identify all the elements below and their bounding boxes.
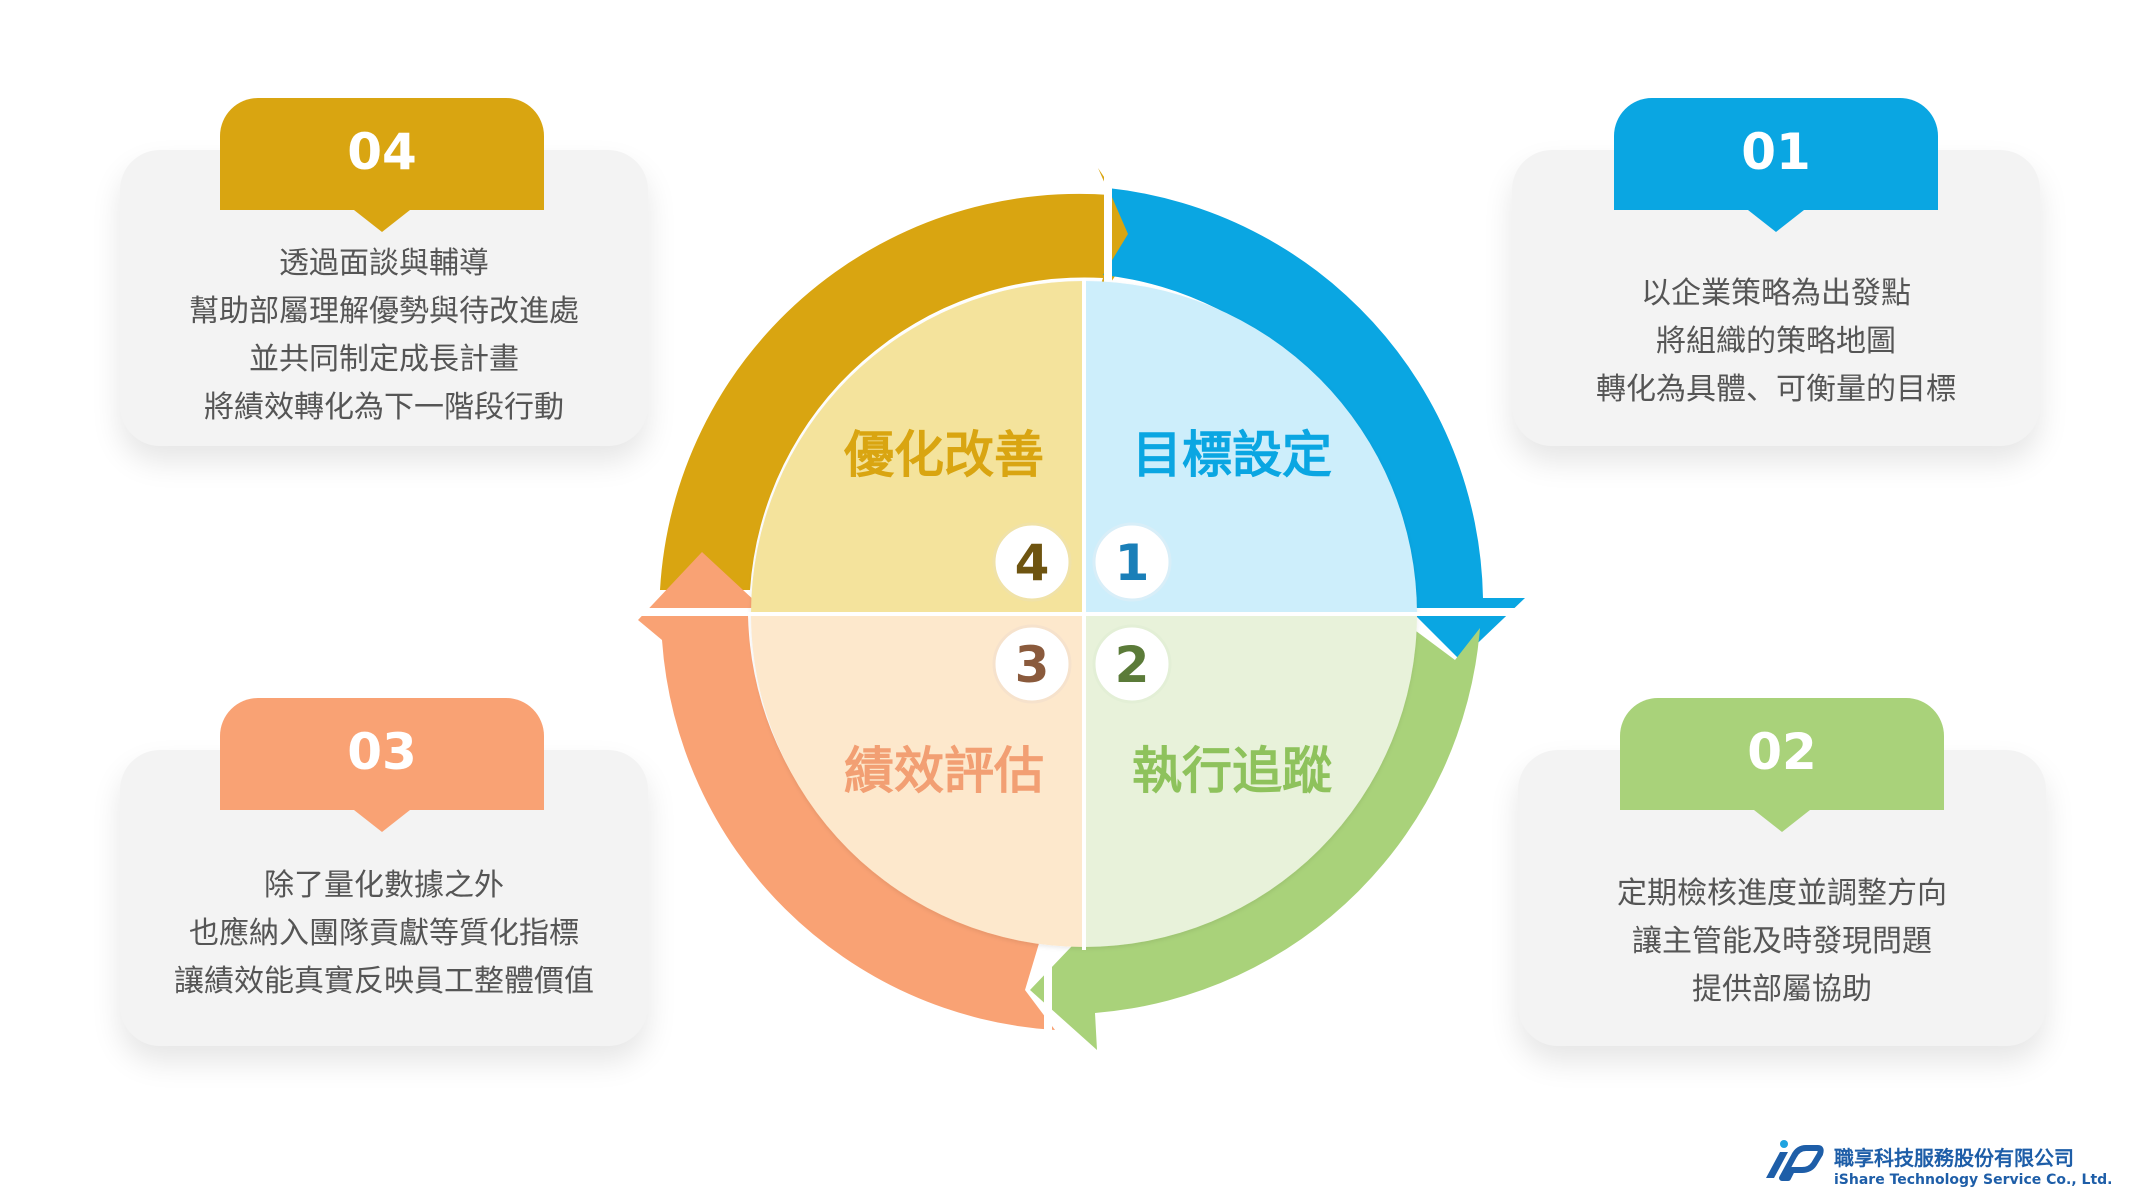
badge-1-number: 1: [1115, 534, 1150, 592]
card-03-line: 也應納入團隊貢獻等質化指標: [189, 916, 579, 951]
badge-4: [992, 522, 1072, 602]
card-03-line: 除了量化數據之外: [264, 868, 504, 903]
quadrant-goal-setting: [1084, 281, 1417, 614]
card-04-line: 幫助部屬理解優勢與待改進處: [189, 294, 579, 329]
card-03-tab: 03: [220, 698, 544, 810]
card-01-tab: 01: [1614, 98, 1938, 210]
card-02-tab: 02: [1620, 698, 1944, 810]
card-02-line: 提供部屬協助: [1692, 972, 1872, 1007]
arrow-evaluation-to-optimize: [638, 552, 1055, 1030]
card-04-number: 04: [347, 123, 417, 181]
badge-3-number: 3: [1015, 636, 1050, 694]
ishare-logo-icon: [1766, 1140, 1824, 1181]
card-01-line: 轉化為具體、可衡量的目標: [1596, 372, 1956, 407]
card-02-text: 定期檢核進度並調整方向 讓主管能及時發現問題 提供部屬協助: [1518, 870, 2046, 1014]
card-01-text: 以企業策略為出發點 將組織的策略地圖 轉化為具體、可衡量的目標: [1512, 270, 2040, 414]
quadrant-label-performance-evaluation: 績效評估: [844, 742, 1044, 800]
company-name-en: iShare Technology Service Co., Ltd.: [1834, 1172, 2113, 1188]
card-03-line: 讓績效能真實反映員工整體價值: [174, 964, 594, 999]
card-03-text: 除了量化數據之外 也應納入團隊貢獻等質化指標 讓績效能真實反映員工整體價值: [120, 862, 648, 1006]
quadrant-optimization: [751, 281, 1084, 614]
badge-2-number: 2: [1115, 636, 1150, 694]
card-01-number: 01: [1741, 123, 1811, 181]
card-03-number: 03: [347, 723, 417, 781]
badge-3: [992, 624, 1072, 704]
card-04-line: 透過面談與輔導: [279, 246, 489, 281]
quadrant-label-execution-tracking: 執行追蹤: [1132, 742, 1332, 800]
badge-4-number: 4: [1015, 534, 1050, 592]
card-02-notch: [1754, 810, 1810, 832]
card-01-line: 以企業策略為出發點: [1641, 276, 1911, 311]
quadrant-execution-tracking: [1084, 614, 1417, 947]
badge-1: [1092, 522, 1172, 602]
card-04-notch: [354, 210, 410, 232]
badge-2: [1092, 624, 1172, 704]
arrow-tracking-to-evaluation: [1030, 628, 1480, 1050]
card-04-tab: 04: [220, 98, 544, 210]
card-02-line: 定期檢核進度並調整方向: [1617, 876, 1947, 911]
company-name-cn: 職享科技服務股份有限公司: [1834, 1146, 2074, 1170]
quadrant-label-optimization: 優化改善: [843, 426, 1044, 484]
card-04-line: 並共同制定成長計畫: [249, 342, 519, 377]
card-02-line: 讓主管能及時發現問題: [1632, 924, 1932, 959]
quadrant-label-goal-setting: 目標設定: [1132, 426, 1332, 484]
card-04-text: 透過面談與輔導 幫助部屬理解優勢與待改進處 並共同制定成長計畫 將績效轉化為下一…: [120, 240, 648, 432]
quadrant-performance-evaluation: [751, 614, 1084, 947]
card-01-line: 將組織的策略地圖: [1656, 324, 1896, 359]
arrow-goal-to-tracking: [1103, 188, 1525, 660]
card-02-number: 02: [1747, 723, 1817, 781]
card-04-line: 將績效轉化為下一階段行動: [204, 390, 564, 425]
arrow-optimize-to-goal: [660, 168, 1143, 590]
card-01-notch: [1748, 210, 1804, 232]
card-03-notch: [354, 810, 410, 832]
